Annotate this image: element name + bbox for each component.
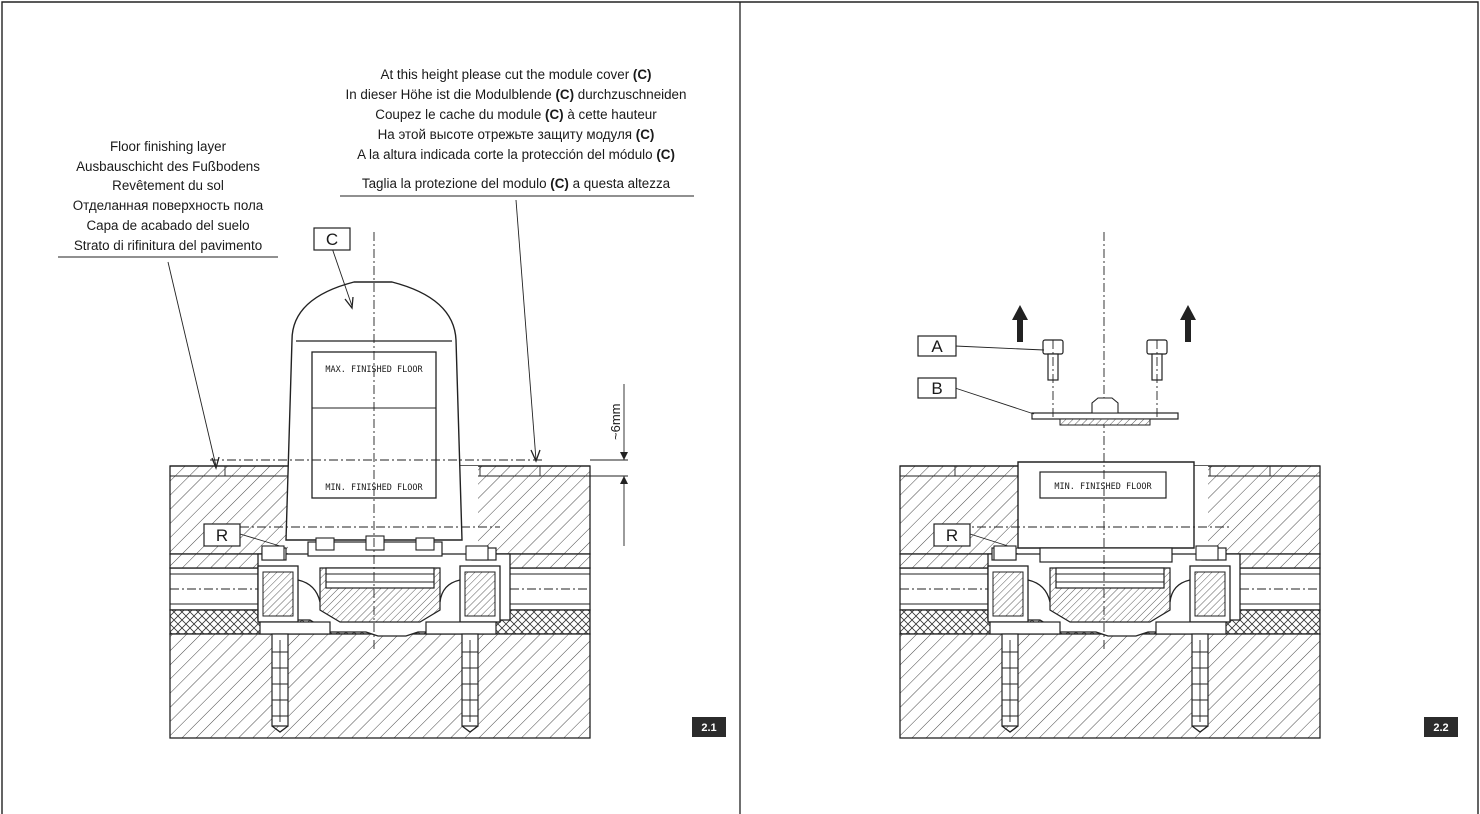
figure-number: 2.1 [701, 722, 716, 734]
figure-2-2: MIN. FINISHED FLOOR [899, 232, 1458, 739]
cut-note-line: На этой высоте отрежьте защиту модуля (C… [378, 127, 655, 142]
max-floor-label: MAX. FINISHED FLOOR [325, 365, 423, 375]
dimension-label: ~6mm [608, 404, 623, 440]
min-floor-label-2: MIN. FINISHED FLOOR [1054, 482, 1152, 492]
svg-text:Ausbauschicht des Fußbodens: Ausbauschicht des Fußbodens [76, 159, 260, 174]
label-b: B [931, 379, 942, 398]
cut-note-line: At this height please cut the module cov… [381, 67, 652, 82]
cut-note-line: A la altura indicada corte la protección… [357, 147, 675, 162]
label-c: C [326, 230, 338, 249]
label-r: R [216, 526, 228, 545]
svg-text:Strato di rifinitura del pavim: Strato di rifinitura del pavimento [74, 238, 262, 253]
screw-right [1146, 339, 1168, 420]
cut-note-line: In dieser Höhe ist die Modulblende (C) d… [346, 87, 687, 102]
figure-number-badge-2 [1424, 717, 1458, 737]
svg-text:Revêtement du sol: Revêtement du sol [112, 178, 224, 193]
arrow-up-icon [1180, 305, 1196, 342]
plate-b [1031, 412, 1179, 420]
figure-number-badge [692, 717, 726, 737]
arrow-up-icon [1012, 305, 1028, 342]
figure-2-1: ~6mm C R MAX. FINISHED FLOOR MIN. FINISH… [58, 67, 726, 739]
cut-note-line: Coupez le cache du module (C) à cette ha… [375, 107, 657, 122]
cut-note-line: Taglia la protezione del modulo (C) a qu… [362, 176, 671, 191]
screw-left [1042, 339, 1064, 420]
floor-finishing-note: Floor finishing layer Ausbauschicht des … [58, 139, 278, 258]
svg-text:Отделанная поверхность пола: Отделанная поверхность пола [73, 198, 264, 213]
min-floor-label: MIN. FINISHED FLOOR [325, 483, 423, 493]
label-a: A [931, 337, 943, 356]
svg-text:Capa de acabado del suelo: Capa de acabado del suelo [86, 218, 249, 233]
label-r-2: R [946, 526, 958, 545]
cut-height-note: At this height please cut the module cov… [340, 67, 694, 197]
figure-number-2: 2.2 [1433, 722, 1448, 734]
svg-text:Floor finishing layer: Floor finishing layer [110, 139, 227, 154]
